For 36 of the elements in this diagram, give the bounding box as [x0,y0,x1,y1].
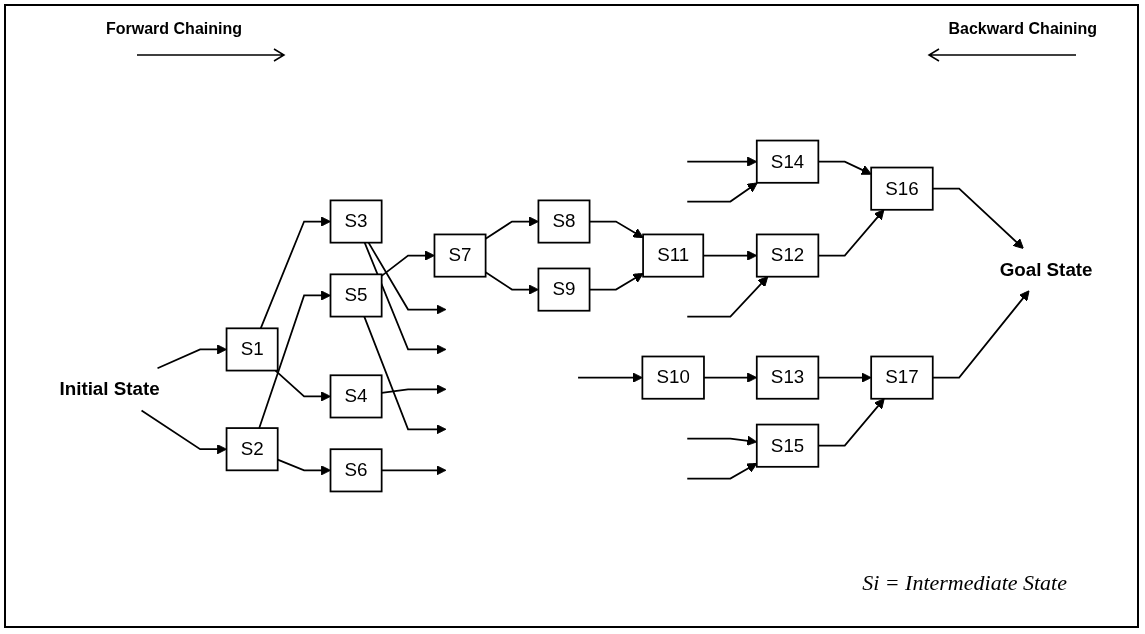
node-box [225,427,279,472]
arrow [156,344,227,370]
node-box [329,374,383,419]
arrow [686,182,758,203]
heading-label: Backward Chaining [948,20,1097,38]
arrow [363,241,447,355]
node-box [537,267,591,312]
node-text: Goal State [999,259,1093,280]
arrow [274,369,331,402]
arrow [363,315,447,435]
node-box [329,448,383,493]
arrow [140,409,227,455]
arrow [686,276,769,318]
node-box [329,273,383,318]
note-text: Si = Intermediate State [862,570,1067,596]
arrow [259,216,331,330]
node-text: Initial State [59,378,160,399]
diagram-frame: Forward Chaining Backward Chaining S14 S16 S3 S8 S7 S11 S12 Goal State S5 S9 S1 S10 S13 S17 Initial State S4 S2 S15 S6 Si = Intermediate State [4,4,1139,628]
node-box [755,233,820,278]
node-box [433,233,487,278]
arrow [367,241,447,315]
node-box [329,199,383,244]
node-box [870,355,934,400]
node-box [225,327,279,372]
heading-label: Forward Chaining [106,20,242,38]
node-box [755,423,820,468]
node-box [870,166,934,211]
node-box [755,139,820,184]
node-box [537,199,591,244]
arrow [258,290,331,429]
arrow [380,250,435,277]
node-box [642,233,705,278]
arrow [577,372,643,383]
node-box [641,355,705,400]
node-box [755,355,820,400]
arrow [686,462,758,480]
